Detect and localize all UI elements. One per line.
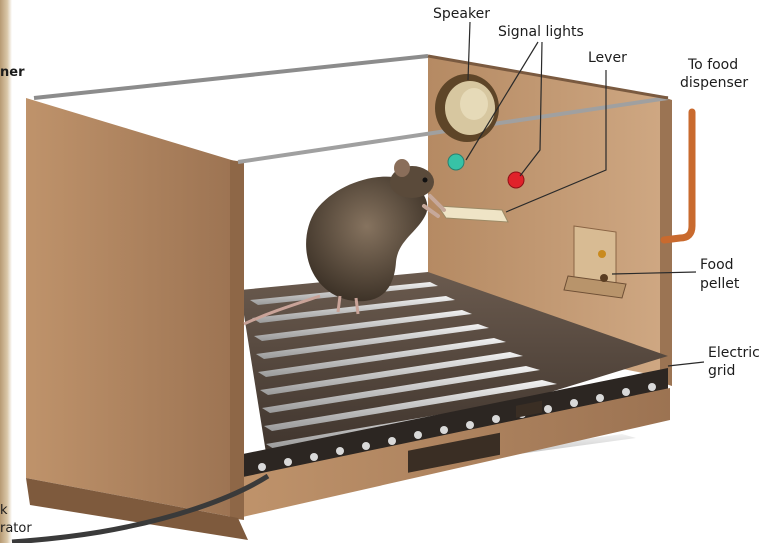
left-wall — [26, 98, 238, 518]
label-cut-bottom-left-2: rator — [0, 520, 32, 537]
top-frame-back — [34, 56, 428, 98]
label-food-pellet-1: Food — [700, 257, 734, 274]
label-electric-grid-2: grid — [708, 363, 735, 380]
label-to-food-dispenser-1: To food — [688, 57, 738, 74]
left-wall-front-edge — [230, 160, 244, 520]
label-electric-grid-1: Electric — [708, 345, 760, 362]
label-food-pellet-2: pellet — [700, 276, 739, 293]
signal-light-green — [448, 154, 464, 170]
label-to-food-dispenser-2: dispenser — [680, 75, 748, 92]
label-signal-lights: Signal lights — [498, 24, 584, 41]
label-lever: Lever — [588, 50, 627, 67]
label-cut-bottom-left-1: k — [0, 502, 8, 519]
label-speaker: Speaker — [433, 6, 490, 23]
speaker — [435, 74, 499, 142]
label-cut-top-left: ner — [0, 64, 24, 81]
